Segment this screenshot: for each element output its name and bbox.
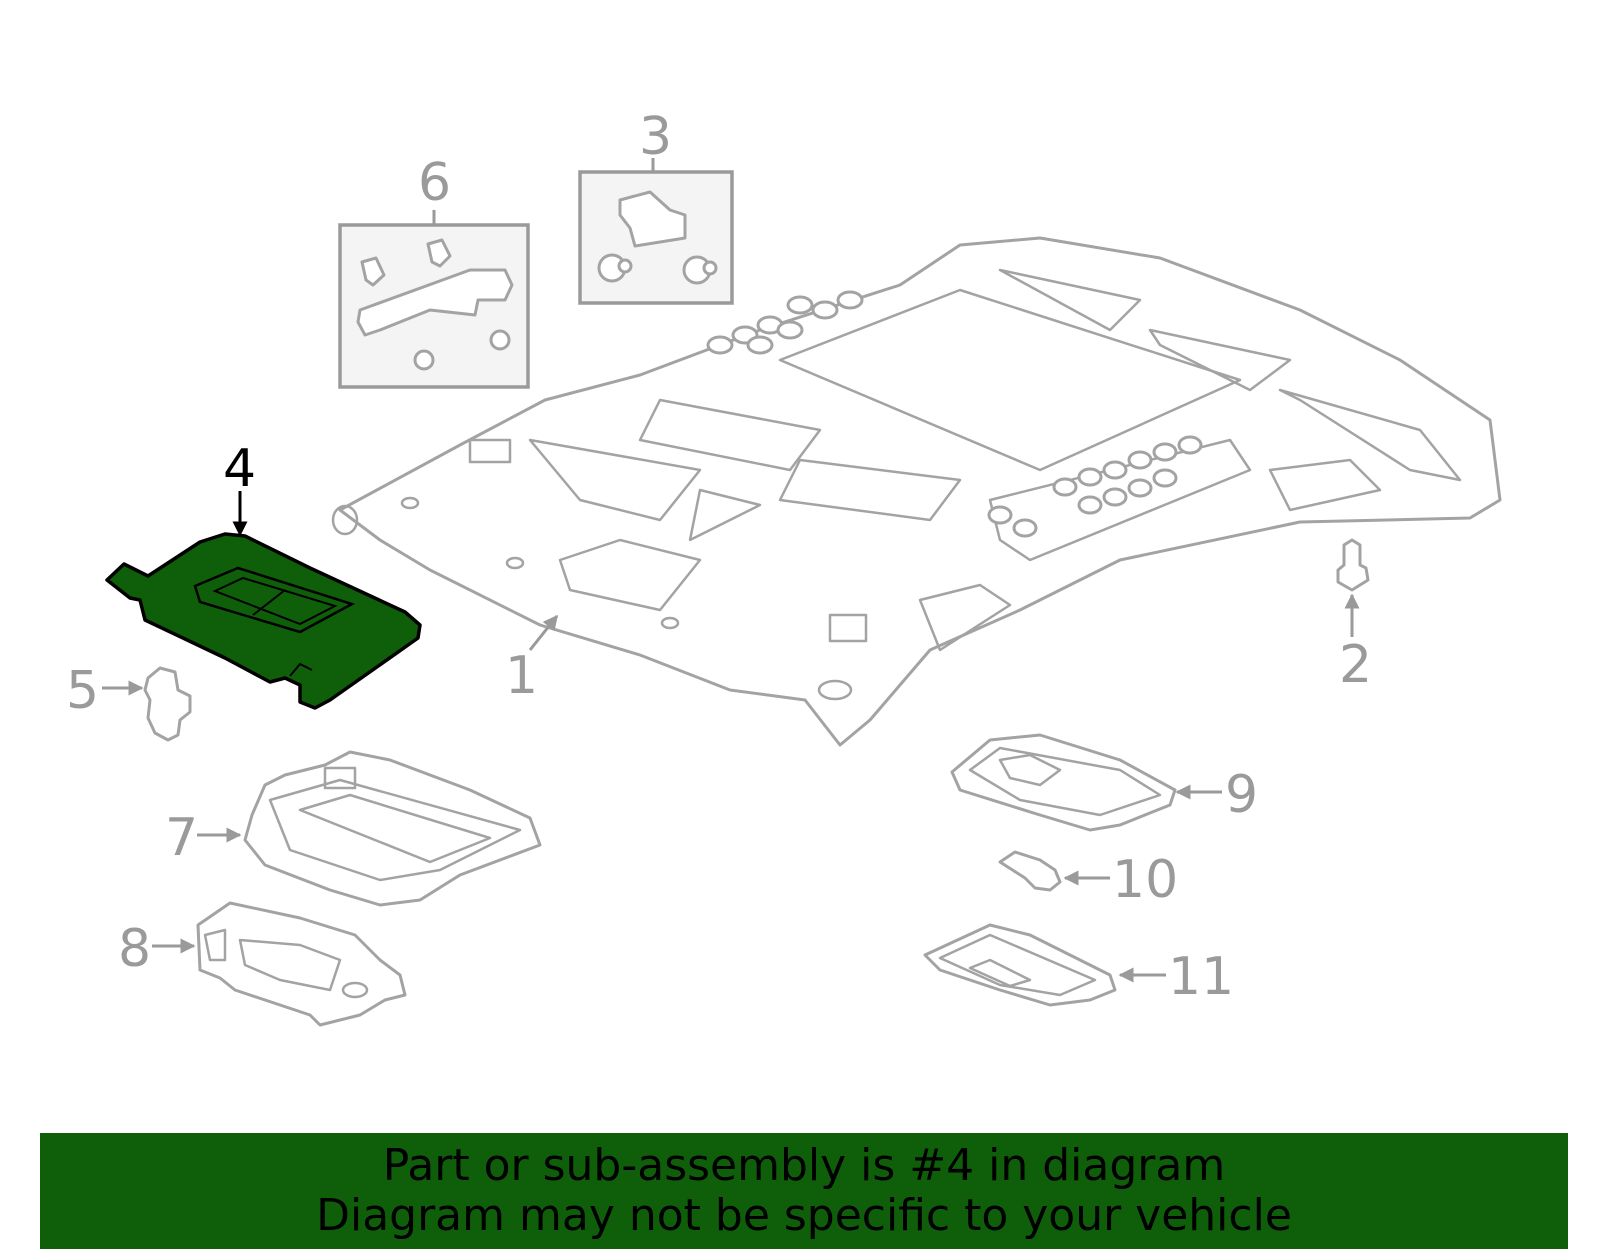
banner-line-part-number: Part or sub-assembly is #4 in diagram xyxy=(382,1140,1226,1191)
callout-8: 8 xyxy=(118,919,151,979)
part-info-banner: Part or sub-assembly is #4 in diagram Di… xyxy=(40,1133,1568,1249)
map-light-module-part-8 xyxy=(196,901,407,1027)
callout-5: 5 xyxy=(66,661,99,721)
callout-7: 7 xyxy=(165,808,198,868)
banner-line-disclaimer: Diagram may not be specific to your vehi… xyxy=(316,1190,1292,1241)
callout-3: 3 xyxy=(639,107,672,167)
callout-1: 1 xyxy=(505,646,538,706)
callout-9: 9 xyxy=(1225,765,1258,825)
clip-part-2 xyxy=(1336,538,1370,592)
roof-light-base-part-9 xyxy=(950,733,1177,832)
lens-part-11 xyxy=(923,923,1117,1007)
headliner-part-1 xyxy=(331,236,1502,747)
leader-1 xyxy=(528,614,559,651)
callout-2: 2 xyxy=(1339,635,1372,695)
grab-handle-kit-box-part-6 xyxy=(338,223,530,389)
roof-console-base-part-7 xyxy=(243,750,542,907)
bulb-part-10 xyxy=(998,850,1062,892)
headliner-clip-cluster-right xyxy=(987,435,1203,538)
callout-10: 10 xyxy=(1112,850,1178,910)
callout-11: 11 xyxy=(1168,947,1234,1007)
visor-holder-part-5 xyxy=(143,666,192,742)
bracket-kit-box-part-3 xyxy=(578,170,734,305)
callout-6: 6 xyxy=(418,153,451,213)
sun-visor-part-4 xyxy=(105,532,422,710)
headliner-clip-cluster-left xyxy=(706,290,864,355)
callout-4: 4 xyxy=(223,439,256,499)
